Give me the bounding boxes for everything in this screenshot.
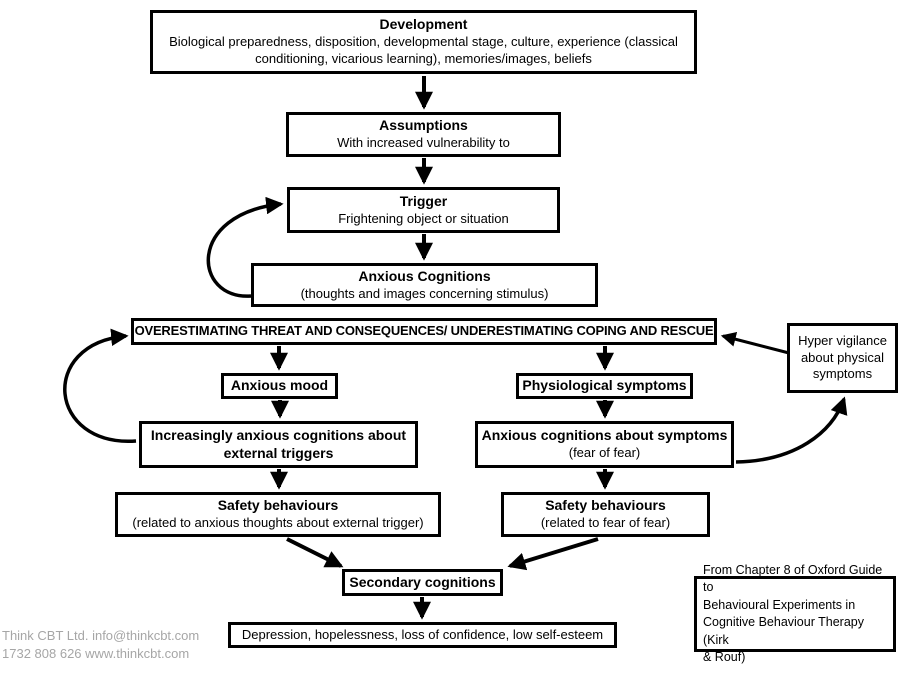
node-safety-behaviours-fear-body: (related to fear of fear) bbox=[540, 515, 671, 531]
node-safety-behaviours-fear-title: Safety behaviours bbox=[545, 497, 666, 514]
node-physiological-symptoms-title: Physiological symptoms bbox=[522, 377, 687, 394]
node-anxious-cognitions-symptoms-title: Anxious cognitions about symptoms bbox=[481, 427, 728, 444]
node-anxious-cognitions-symptoms: Anxious cognitions about symptoms (fear … bbox=[475, 421, 734, 468]
node-secondary-cognitions-title: Secondary cognitions bbox=[349, 573, 496, 590]
node-physiological-symptoms: Physiological symptoms bbox=[516, 373, 693, 399]
node-safety-behaviours-external-title: Safety behaviours bbox=[217, 497, 339, 514]
node-anxious-mood-title: Anxious mood bbox=[230, 377, 329, 394]
node-increasingly-anxious-cognitions: Increasingly anxious cognitions about ex… bbox=[139, 421, 418, 468]
node-depression-outcomes-body: Depression, hopelessness, loss of confid… bbox=[241, 626, 604, 642]
arrow-safety-left-to-secondary bbox=[286, 537, 344, 568]
node-anxious-mood: Anxious mood bbox=[221, 373, 338, 399]
node-secondary-cognitions: Secondary cognitions bbox=[342, 569, 503, 596]
thinkcbt-contact-text: Think CBT Ltd. info@thinkcbt.com 1732 80… bbox=[2, 628, 200, 662]
node-trigger-body: Frightening object or situation bbox=[338, 210, 509, 226]
node-trigger-title: Trigger bbox=[399, 192, 448, 209]
node-overestimating-threat: OVERESTIMATING THREAT AND CONSEQUENCES/ … bbox=[131, 318, 717, 345]
node-hyper-vigilance-body: Hyper vigilance about physical symptoms bbox=[798, 333, 887, 382]
arrow-hyper-vigilance-to-overestimating bbox=[720, 331, 790, 355]
node-depression-outcomes: Depression, hopelessness, loss of confid… bbox=[228, 622, 617, 648]
arrow-symptom-cognitions-to-hyper-vigilance bbox=[735, 396, 848, 464]
arrow-safety-right-to-secondary bbox=[507, 537, 599, 571]
node-trigger: Trigger Frightening object or situation bbox=[287, 187, 560, 233]
node-anxious-cognitions: Anxious Cognitions (thoughts and images … bbox=[251, 263, 598, 307]
node-assumptions-body: With increased vulnerability to bbox=[337, 135, 510, 151]
node-assumptions-title: Assumptions bbox=[379, 117, 468, 134]
arrow-loop-increasingly-to-overestimating bbox=[63, 328, 137, 443]
node-anxious-cognitions-title: Anxious Cognitions bbox=[358, 267, 491, 284]
reference-citation-box: From Chapter 8 of Oxford Guide to Behavi… bbox=[694, 563, 896, 664]
node-increasingly-anxious-title: Increasingly anxious cognitions about ex… bbox=[150, 426, 407, 461]
arrow-loop-anxious-cognitions-to-trigger bbox=[206, 196, 284, 298]
node-safety-behaviours-fear: Safety behaviours (related to fear of fe… bbox=[501, 492, 710, 537]
reference-citation-text: From Chapter 8 of Oxford Guide to Behavi… bbox=[703, 562, 883, 665]
node-safety-behaviours-external: Safety behaviours (related to anxious th… bbox=[115, 492, 441, 537]
node-overestimating-threat-title: OVERESTIMATING THREAT AND CONSEQUENCES/ … bbox=[134, 323, 714, 339]
node-hyper-vigilance: Hyper vigilance about physical symptoms bbox=[787, 323, 898, 393]
node-anxious-cognitions-symptoms-body: (fear of fear) bbox=[568, 445, 641, 461]
node-development: Development Biological preparedness, dis… bbox=[150, 10, 697, 74]
node-development-title: Development bbox=[379, 16, 468, 33]
node-anxious-cognitions-body: (thoughts and images concerning stimulus… bbox=[300, 285, 549, 301]
node-assumptions: Assumptions With increased vulnerability… bbox=[286, 112, 561, 157]
node-safety-behaviours-external-body: (related to anxious thoughts about exter… bbox=[132, 515, 424, 531]
node-development-body: Biological preparedness, disposition, de… bbox=[169, 34, 678, 66]
